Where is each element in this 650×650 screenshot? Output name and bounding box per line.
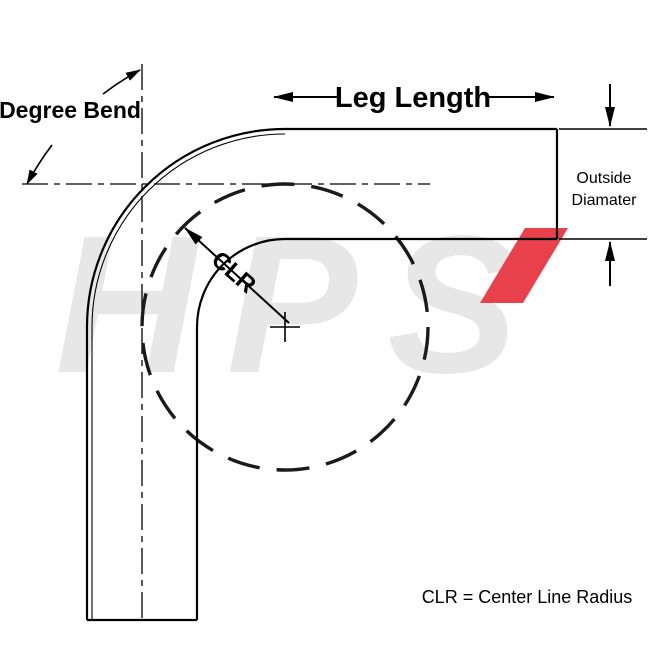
clr-arrow — [184, 227, 290, 324]
outside-diameter-dimension — [559, 84, 647, 286]
outside-diameter-label-line2: Diamater — [572, 192, 638, 209]
clr-radius-circle — [140, 182, 430, 472]
degree-bend-arc — [26, 69, 141, 185]
degree-bend-arc-upper — [102, 69, 141, 95]
degree-bend-arc-lower — [26, 144, 53, 185]
outside-diameter-label-line1: Outside — [576, 170, 631, 187]
pipe-outline — [85, 127, 559, 622]
center-cross — [270, 312, 300, 342]
degree-bend-label: Degree Bend — [0, 97, 141, 123]
leg-length-label: Leg Length — [335, 82, 491, 114]
pipe-inner-edge — [195, 237, 557, 620]
clr-legend-text: CLR = Center Line Radius — [422, 587, 633, 607]
watermark-red-swoosh — [480, 228, 568, 303]
pipe-wall-line — [91, 133, 286, 620]
watermark-text: HPS — [55, 195, 548, 414]
pipe-outer-edge — [85, 127, 557, 620]
